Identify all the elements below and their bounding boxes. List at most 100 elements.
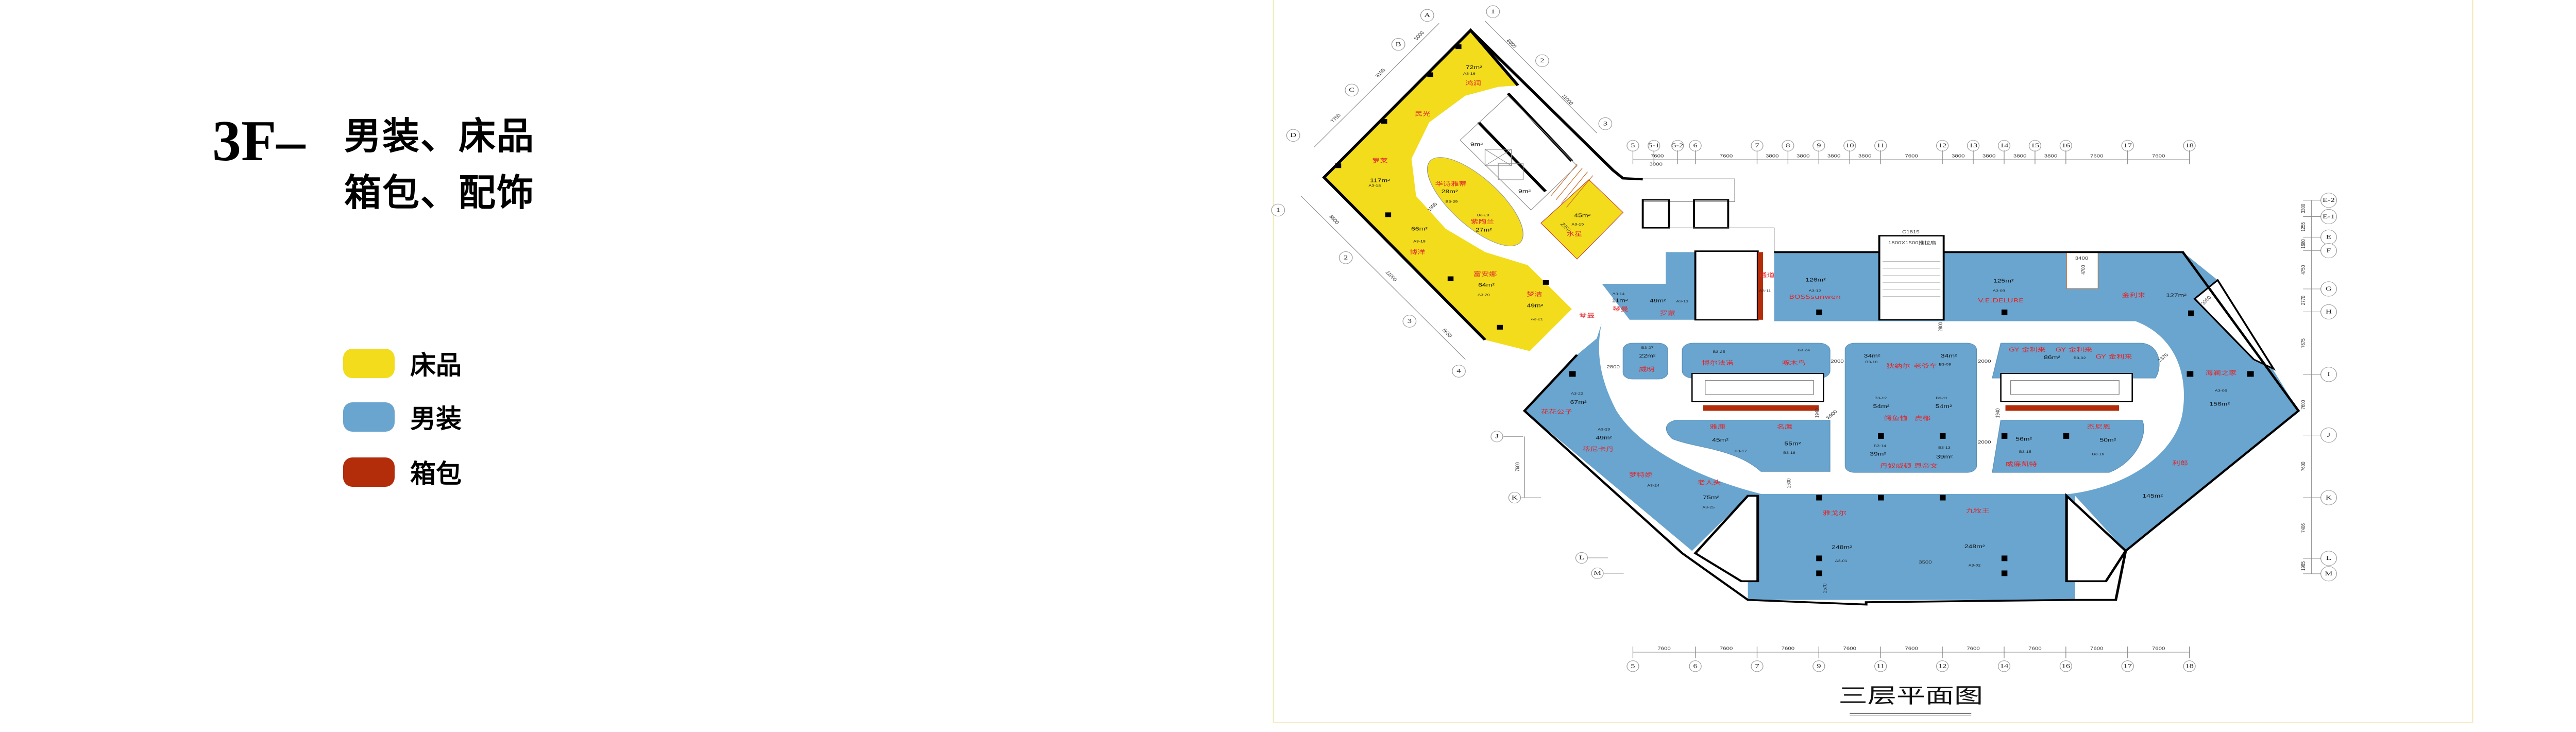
grid-axis-label: G <box>2326 285 2332 292</box>
store-code: B3-27 <box>1641 346 1654 349</box>
dimension-label: 2000 <box>1978 360 1991 364</box>
store-name: 利郎 <box>2172 460 2188 467</box>
grid-axis-label: D <box>1290 132 1296 139</box>
plan-title: 三层平面图 <box>1839 684 1983 708</box>
store-name: 虎都 <box>1915 415 1931 422</box>
bedding-island <box>1427 157 1523 246</box>
store-name: 博尔法诺 <box>1702 360 1733 366</box>
stair-bottom-left <box>1693 495 1759 583</box>
store-area: 39m² <box>1936 454 1953 459</box>
store-name: 雅戈尔 <box>1823 510 1846 517</box>
menswear-block-a3-13 <box>1602 252 1696 320</box>
store-area: 56m² <box>2015 436 2032 441</box>
store-area: 55m² <box>1784 441 1801 447</box>
room-area: 9m² <box>1470 142 1483 147</box>
grid-axis-label: 9 <box>1817 142 1821 149</box>
legend-swatch-bags <box>343 457 395 487</box>
room-area: 9m² <box>1518 188 1531 194</box>
grid-axis-label: L <box>2326 555 2331 561</box>
grid-axis-label: K <box>2326 495 2332 501</box>
dimension-label: 3800 <box>1766 154 1779 159</box>
store-code: A3-23 <box>1598 428 1610 431</box>
store-area: 72m² <box>1466 64 1482 70</box>
axis-bubble <box>1997 660 2011 672</box>
store-code: A3-06 <box>2215 389 2227 393</box>
store-area: 117m² <box>1370 177 1390 183</box>
dimension-label: 8600 <box>1505 39 1518 49</box>
store-code: B3-15 <box>2019 450 2031 453</box>
store-name: 海澜之家 <box>2205 369 2236 377</box>
grid-axis-label: 5 <box>1631 663 1635 670</box>
store-name: 恩帝文 <box>1914 463 1938 469</box>
store-code: A3-01 <box>1835 559 1848 563</box>
store-code: A3-19 <box>1413 240 1426 243</box>
legend-label: 床品 <box>410 350 462 380</box>
dimension-label: 1680 <box>2300 239 2307 248</box>
category-headline-line2: 箱包、配饰 <box>344 171 535 214</box>
grid-axis-label: 5-2 <box>1672 142 1683 149</box>
store-area: 50m² <box>2100 437 2116 442</box>
axis-bubble <box>1626 660 1639 672</box>
grid-axis-label: I <box>2327 371 2330 378</box>
kiosk-islands <box>1622 343 2160 473</box>
grid-axis-label: J <box>2327 432 2331 438</box>
escalator-treads <box>1705 380 2120 395</box>
dimension-label: 7600 <box>1782 646 1795 651</box>
store-name: 金利来 <box>2122 292 2145 299</box>
grid-axis-label: E-1 <box>2323 213 2335 220</box>
store-name: 雅鹿 <box>1710 423 1726 430</box>
grid-axis-label: J <box>1495 433 1499 440</box>
store-code: A3-20 <box>1478 293 1490 297</box>
grid-axis-label: 16 <box>2062 142 2071 149</box>
axis-bubble <box>1490 431 1503 442</box>
dimension-label: 7600 <box>1515 462 1521 471</box>
store-name: GY 金利来 <box>2095 353 2132 360</box>
axis-bubble <box>1486 5 1500 18</box>
fire-stair <box>1878 235 1945 321</box>
grid-axis-label: B <box>1396 41 1401 48</box>
store-name: 啄木鸟 <box>1782 360 1806 366</box>
store-name: 梦特娇 <box>1629 471 1653 478</box>
store-code: A3-02 <box>1969 564 1981 567</box>
store-code: A3-22 <box>1571 391 1583 395</box>
store-name: 鸿润 <box>1465 79 1481 87</box>
store-code: B3-02 <box>2074 356 2086 360</box>
grid-axis-label: 11 <box>1876 142 1885 149</box>
store-name: 九牧王 <box>1966 507 1990 514</box>
store-code: A3-18 <box>1368 184 1381 188</box>
axis-bubble <box>1874 660 1887 672</box>
core-stairs <box>1460 95 1775 252</box>
store-area: 125m² <box>1993 278 2014 283</box>
dimension-label: 8600 <box>1328 215 1341 225</box>
store-name: 紫陶兰 <box>1470 218 1494 225</box>
store-area: 248m² <box>1964 543 1985 549</box>
grid-axis-label: L <box>1579 554 1584 561</box>
store-name: 富安娜 <box>1473 270 1497 278</box>
bags-strip-corridor <box>1757 252 1763 320</box>
legend-swatch-menswear <box>343 402 395 432</box>
dimension-label: 3800 <box>1952 154 1965 159</box>
grid-axis-label: 9 <box>1817 663 1821 670</box>
store-code: A3-21 <box>1531 317 1543 321</box>
dimension-label: 3800 <box>1982 154 1996 159</box>
dimension-label: 2000 <box>1831 360 1844 364</box>
escalators <box>1691 373 2133 402</box>
grid-axis-label: E-2 <box>2323 197 2335 203</box>
grid-axis-label: M <box>2325 570 2333 577</box>
grid-axis-label: 3 <box>1408 318 1412 325</box>
dimension-label: 7600 <box>1905 154 1918 159</box>
axis-bubble <box>1508 492 1521 504</box>
store-name: 罗莱 <box>1372 158 1388 164</box>
store-area: 127m² <box>2166 292 2187 298</box>
grid-axis-label: 6 <box>1693 142 1697 149</box>
store-area: 145m² <box>2142 493 2163 499</box>
store-code: A3-24 <box>1647 484 1660 487</box>
grid-axis-label: 3 <box>1603 121 1607 127</box>
axis-bubble <box>1345 83 1359 97</box>
grid-axis-label: 7 <box>1755 663 1759 670</box>
store-code: B3-12 <box>1874 396 1887 400</box>
grid-axis-label: 1 <box>1276 207 1280 213</box>
store-code: A3-15 <box>1571 223 1584 226</box>
dimension-label: 3800 <box>2044 154 2058 159</box>
axis-bubble <box>1598 117 1613 130</box>
